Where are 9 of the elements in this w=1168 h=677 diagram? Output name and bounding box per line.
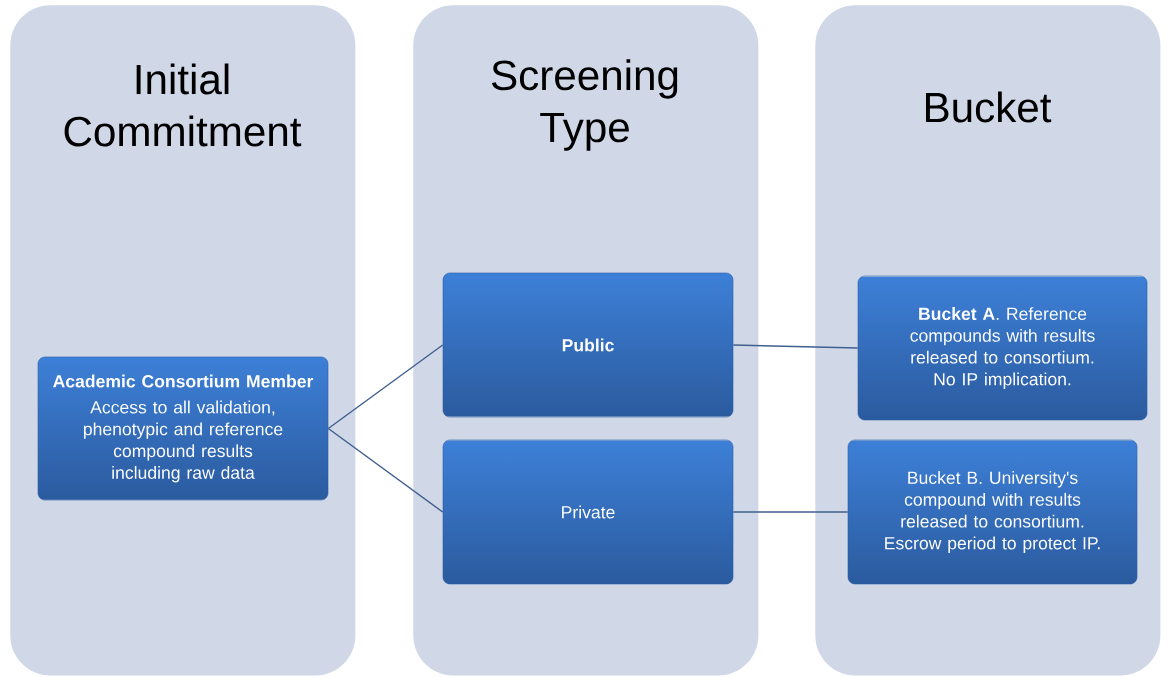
process-box: Private [442,439,734,585]
connector-line [327,427,444,513]
process-box: Bucket B. University's compound with results released to consortium. Escrow period to protect IP. [847,439,1138,585]
process-box: Academic Consortium Member Access to all validation, phenotypic and reference compound results including raw data [37,356,329,501]
process-box: Public [442,272,734,418]
connector-line [732,344,859,349]
connector-line [732,511,849,513]
process-box: Bucket A. Reference compounds with results released to consortium. No IP implication. [857,275,1148,421]
connector-line [327,344,444,430]
